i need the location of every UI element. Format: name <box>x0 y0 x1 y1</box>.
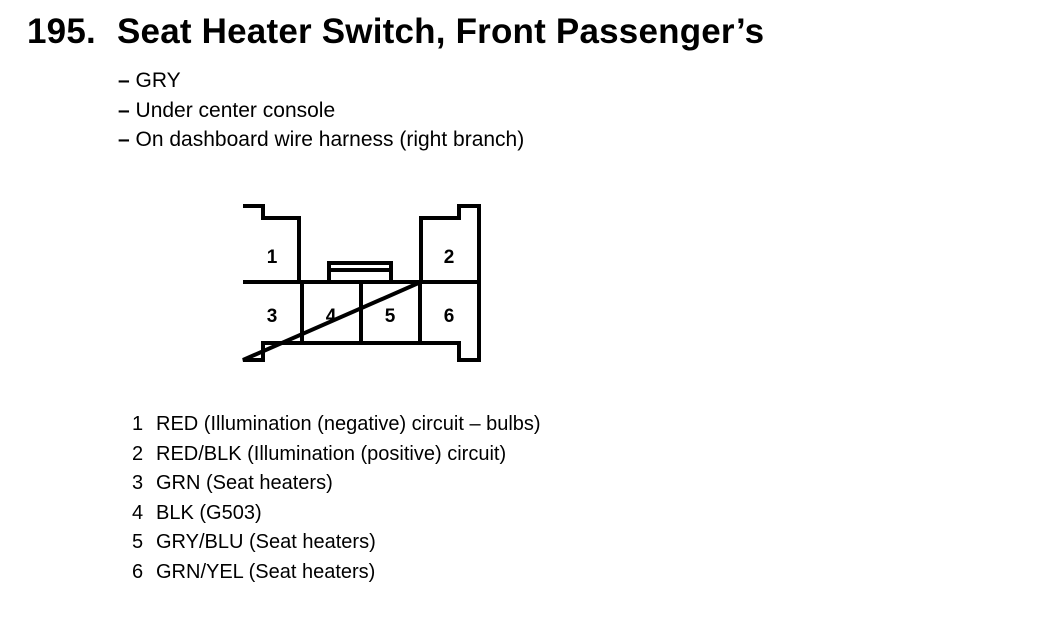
pin-list: 1 RED (Illumination (negative) circuit – … <box>132 410 541 587</box>
pin-description: RED/BLK (Illumination (positive) circuit… <box>156 442 507 465</box>
cavity-label-3: 3 <box>267 306 278 327</box>
cavity-label-4: 4 <box>326 306 337 327</box>
pin-row: 5 GRY/BLU (Seat heaters) <box>132 528 541 558</box>
pin-number: 4 <box>132 501 144 524</box>
pin-number: 2 <box>132 442 144 465</box>
note-location: – Under center console <box>118 96 524 126</box>
pin-row: 1 RED (Illumination (negative) circuit – … <box>132 410 541 440</box>
note-text: GRY <box>135 69 181 92</box>
note-dash: – <box>118 128 130 151</box>
note-text: On dashboard wire harness (right branch) <box>135 128 525 151</box>
note-dash: – <box>118 69 130 92</box>
pin-description: GRY/BLU (Seat heaters) <box>156 531 376 553</box>
connector-housing <box>242 204 481 362</box>
location-notes: – GRY – Under center console – On dashbo… <box>118 66 524 155</box>
cavity-label-6: 6 <box>444 306 455 327</box>
pin-number: 1 <box>132 413 144 435</box>
pin-description: RED (Illumination (negative) circuit – b… <box>156 413 541 435</box>
pin-row: 6 GRN/YEL (Seat heaters) <box>132 558 541 588</box>
cavity-label-1: 1 <box>267 247 278 268</box>
pin-description: BLK (G503) <box>156 501 262 524</box>
component-number: 195. <box>27 12 96 51</box>
note-color: – GRY <box>118 66 524 96</box>
cavity-label-5: 5 <box>385 306 396 327</box>
pin-number: 3 <box>132 472 144 494</box>
locking-tab <box>327 261 393 282</box>
note-dash: – <box>118 98 130 122</box>
note-harness: – On dashboard wire harness (right branc… <box>118 125 524 155</box>
pin-row: 4 BLK (G503) <box>132 499 541 529</box>
pin-description: GRN/YEL (Seat heaters) <box>156 560 376 583</box>
note-text: Under center console <box>135 98 336 122</box>
pin-row: 3 GRN (Seat heaters) <box>132 469 541 499</box>
pin-number: 6 <box>132 560 144 583</box>
cavity-label-2: 2 <box>444 247 455 268</box>
page-title: 195. Seat Heater Switch, Front Passenger’… <box>27 12 764 52</box>
component-name: Seat Heater Switch, Front Passenger’s <box>117 12 765 51</box>
pin-row: 2 RED/BLK (Illumination (positive) circui… <box>132 440 541 470</box>
pin-number: 5 <box>132 531 144 553</box>
pin-description: GRN (Seat heaters) <box>156 472 333 494</box>
